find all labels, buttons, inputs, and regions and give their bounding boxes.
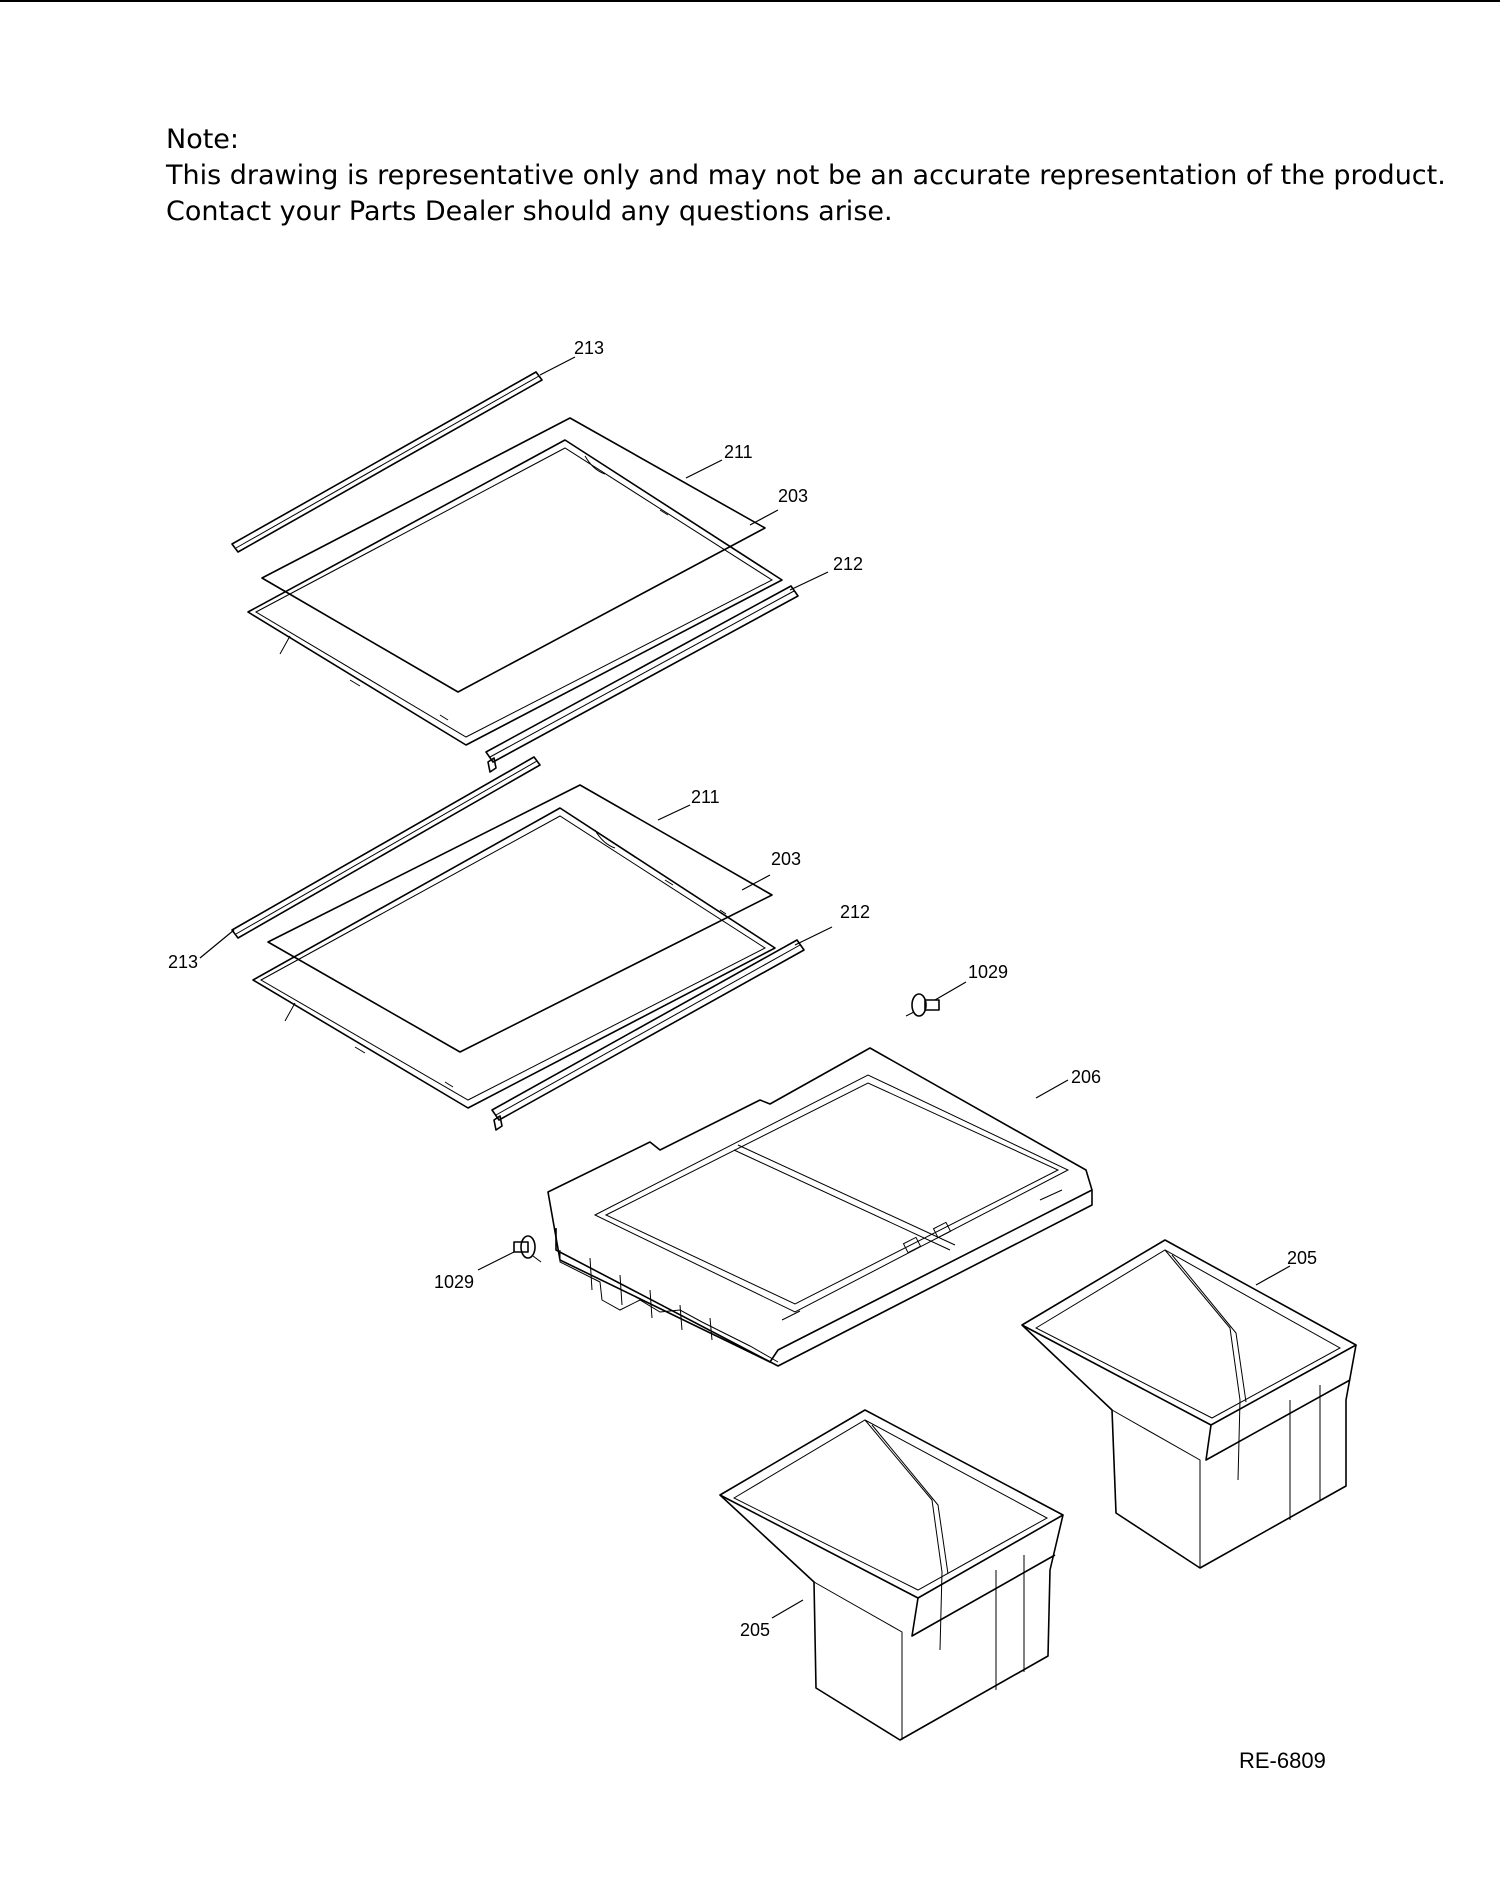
part-206-crisper-cover bbox=[547, 1047, 1093, 1367]
callout-205-right: 205 bbox=[1287, 1248, 1317, 1268]
part-203-upper-glass bbox=[261, 417, 766, 693]
callout-203-lower: 203 bbox=[771, 849, 801, 869]
lower-shelf-assembly bbox=[231, 756, 805, 1131]
callout-203-upper: 203 bbox=[778, 486, 808, 506]
part-203-lower-glass bbox=[267, 784, 773, 1053]
part-212-upper-trim bbox=[485, 585, 799, 773]
callout-205-left: 205 bbox=[740, 1620, 770, 1640]
part-212-lower-trim bbox=[491, 939, 805, 1131]
part-205-right-drawer bbox=[1021, 1239, 1357, 1569]
note-line-1: This drawing is representative only and … bbox=[166, 160, 1446, 191]
part-213-upper-trim bbox=[231, 371, 543, 553]
top-border-line bbox=[0, 0, 1500, 2]
upper-shelf-assembly bbox=[231, 371, 799, 773]
part-1029-upper-pin bbox=[905, 993, 940, 1017]
callout-213-upper: 213 bbox=[574, 338, 604, 358]
callout-1029-lower: 1029 bbox=[434, 1272, 474, 1292]
part-213-lower-trim bbox=[231, 756, 541, 939]
callout-211-upper: 211 bbox=[724, 442, 753, 462]
part-205-left-drawer bbox=[719, 1409, 1064, 1741]
part-211-lower-frame bbox=[252, 807, 776, 1109]
callout-labels: 213 211 203 212 211 203 212 213 1029 206… bbox=[168, 338, 1317, 1640]
disclaimer-note: Note: This drawing is representative onl… bbox=[166, 122, 1446, 230]
callout-213-lower: 213 bbox=[168, 952, 198, 972]
reference-code: RE-6809 bbox=[1239, 1748, 1326, 1773]
callout-211-lower: 211 bbox=[691, 787, 720, 807]
callout-212-upper: 212 bbox=[833, 554, 863, 574]
leader-lines bbox=[199, 356, 1291, 1619]
callout-1029-upper: 1029 bbox=[968, 962, 1008, 982]
note-heading: Note: bbox=[166, 124, 240, 155]
callout-212-lower: 212 bbox=[840, 902, 870, 922]
callout-206: 206 bbox=[1071, 1067, 1101, 1087]
part-1029-lower-pin bbox=[513, 1235, 542, 1263]
part-211-upper-frame bbox=[247, 439, 783, 746]
note-line-2: Contact your Parts Dealer should any que… bbox=[166, 196, 893, 227]
